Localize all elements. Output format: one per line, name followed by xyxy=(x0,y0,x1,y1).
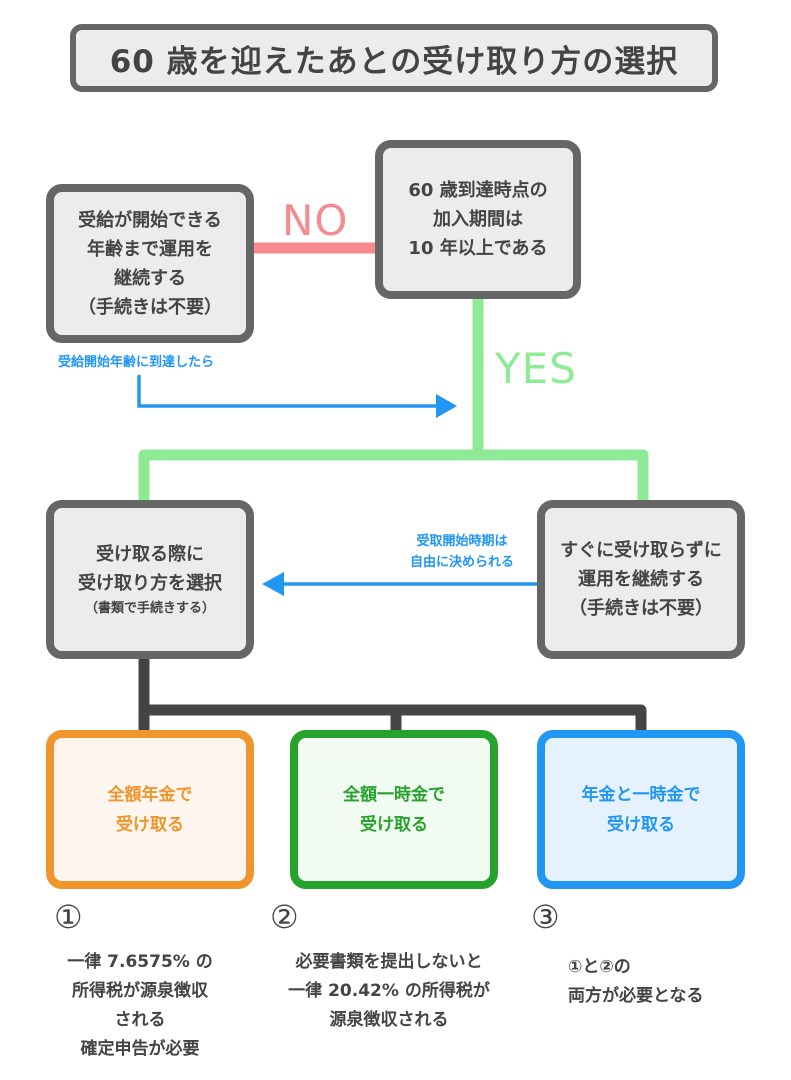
options-connector xyxy=(138,656,402,732)
option-line: 年金と一時金で xyxy=(581,784,701,805)
diagram-title: 60 歳を迎えたあとの受け取り方の選択 xyxy=(70,24,718,92)
node-line: （手続きは不要） xyxy=(78,296,222,318)
node-line: すぐに受け取らずに xyxy=(560,540,722,561)
note-line: 両方が必要となる xyxy=(568,986,704,1006)
node-line: 受け取る際に xyxy=(96,543,204,565)
free-timing-line: 受取開始時期は xyxy=(416,534,508,549)
note-number-1: ① xyxy=(54,898,83,936)
defer-arrowhead xyxy=(262,572,284,596)
note-line: 必要書類を提出しないと xyxy=(295,952,483,972)
choose-method-node: 受け取る際に 受け取り方を選択 （書類で手続きする） xyxy=(46,500,254,659)
option-line: 受け取る xyxy=(360,814,428,835)
option-annuity: 全額年金で 受け取る xyxy=(46,730,254,889)
no-label: NO xyxy=(282,196,349,245)
node-line: （手続きは不要） xyxy=(569,598,713,619)
question-node: 60 歳到達時点の 加入期間は 10 年以上である xyxy=(375,140,581,299)
node-line: 60 歳到達時点の xyxy=(408,180,548,201)
note-annuity: 一律 7.6575% の 所得税が源泉徴収 される 確定申告が必要 xyxy=(40,948,240,1064)
reach-age-arrow-line xyxy=(137,375,438,408)
reach-age-label: 受給開始年齢に到達したら xyxy=(58,355,215,370)
node-line: 運用を継続する xyxy=(578,569,704,590)
option-combined: 年金と一時金で 受け取る xyxy=(537,730,745,889)
option-line: 受け取る xyxy=(116,814,184,835)
defer-node: すぐに受け取らずに 運用を継続する （手続きは不要） xyxy=(537,500,745,659)
note-line: 一律 7.6575% の xyxy=(67,952,213,972)
note-line: 所得税が源泉徴収 xyxy=(72,981,208,1001)
option-line: 受け取る xyxy=(607,814,675,835)
yes-branch xyxy=(138,449,649,502)
node-line: 受け取り方を選択 xyxy=(78,572,222,594)
note-line: ①と②の xyxy=(568,957,631,977)
yes-label: YES xyxy=(495,344,577,393)
note-line: 一律 20.42% の所得税が xyxy=(288,981,490,1001)
reach-age-arrowhead xyxy=(436,394,457,418)
note-line: 確定申告が必要 xyxy=(80,1039,200,1059)
free-timing-line: 自由に決められる xyxy=(409,555,514,570)
note-combined: ①と②の 両方が必要となる xyxy=(568,953,704,1011)
note-lump-sum: 必要書類を提出しないと 一律 20.42% の所得税が 源泉徴収される xyxy=(264,948,514,1035)
note-line: 源泉徴収される xyxy=(329,1010,449,1030)
option-line: 全額年金で xyxy=(107,784,193,805)
node-subtext: （書類で手続きする） xyxy=(84,600,215,616)
node-line: 10 年以上である xyxy=(408,238,548,259)
node-line: 年齢まで運用を xyxy=(87,238,213,260)
note-line: される xyxy=(114,1010,166,1030)
options-connector-right xyxy=(144,704,647,732)
option-lump-sum: 全額一時金で 受け取る xyxy=(290,730,498,889)
option-line: 全額一時金で xyxy=(343,784,445,805)
note-number-2: ② xyxy=(270,898,299,936)
note-number-3: ③ xyxy=(531,898,560,936)
node-line: 継続する xyxy=(114,267,186,289)
node-line: 加入期間は xyxy=(433,209,523,230)
continue-until-age-node: 受給が開始できる 年齢まで運用を 継続する （手続きは不要） xyxy=(46,184,254,343)
free-timing-label: 受取開始時期は 自由に決められる xyxy=(392,531,532,573)
node-line: 受給が開始できる xyxy=(78,209,222,231)
